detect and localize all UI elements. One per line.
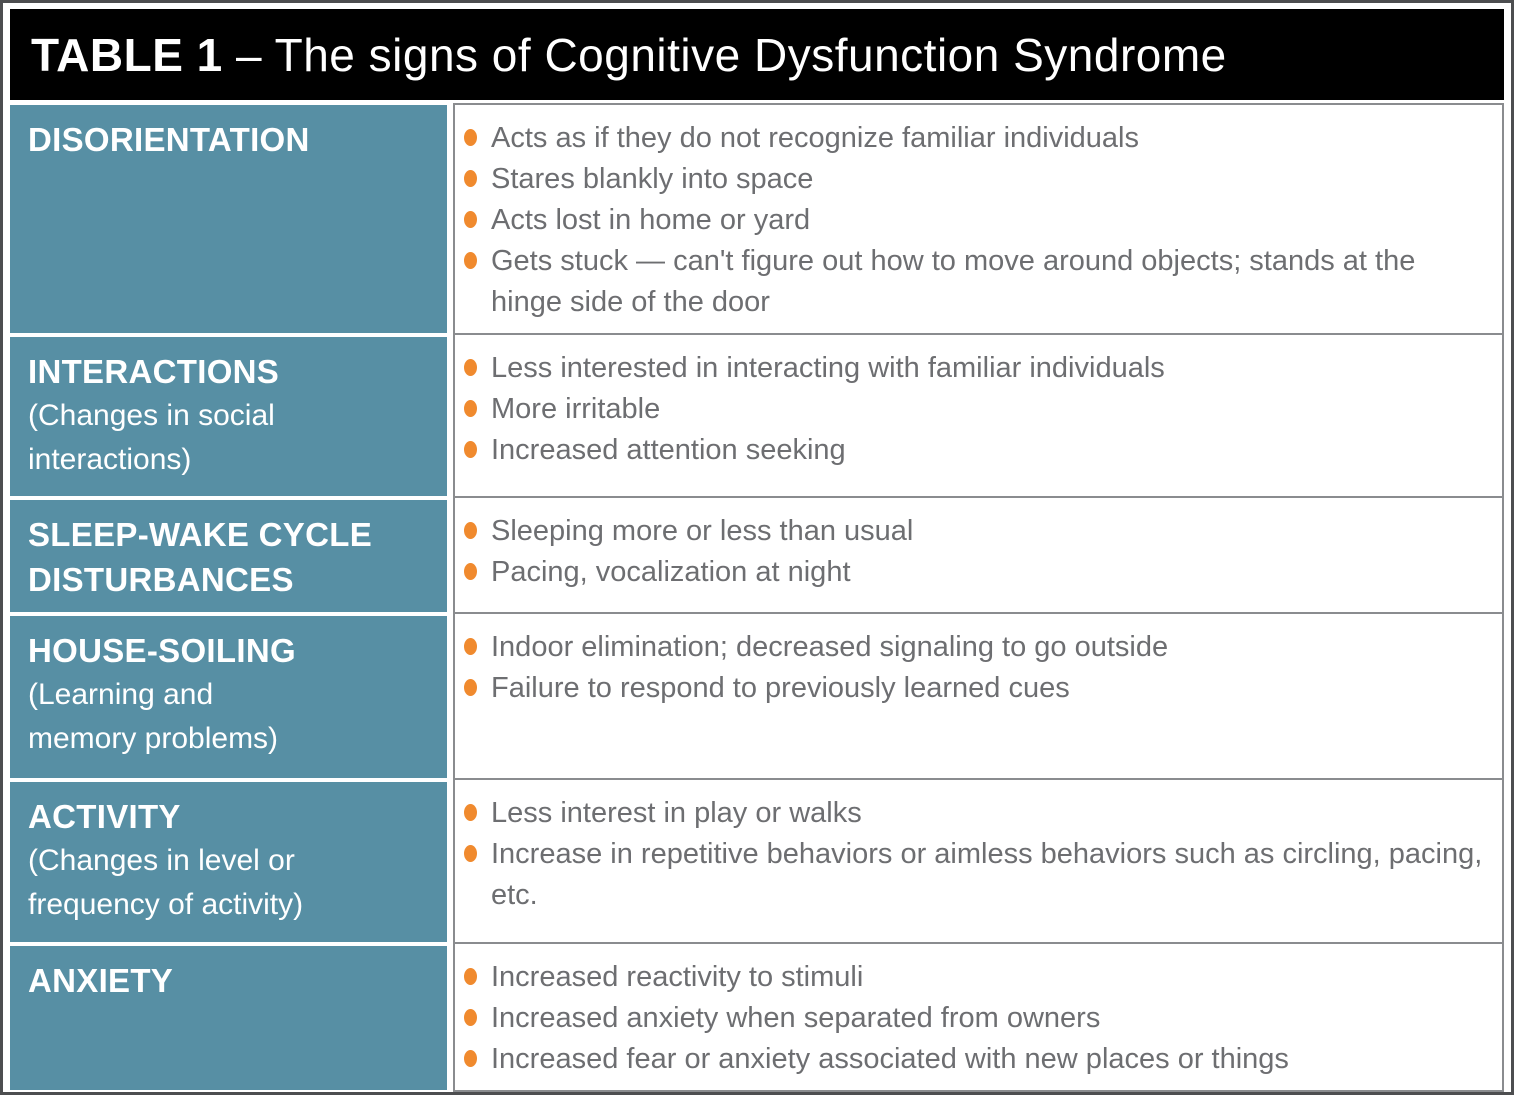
table-row: INTERACTIONS (Changes in social interact…: [10, 335, 1504, 498]
category-cell: ACTIVITY (Changes in level or frequency …: [10, 782, 447, 942]
category-title: HOUSE-SOILING: [28, 632, 296, 669]
table-row: DISORIENTATION Acts as if they do not re…: [10, 103, 1504, 335]
signs-cell: Acts as if they do not recognize familia…: [453, 103, 1504, 335]
bullet-item: Increased reactivity to stimuli: [461, 957, 1488, 998]
table-row: ACTIVITY (Changes in level or frequency …: [10, 780, 1504, 944]
bullet-item: Failure to respond to previously learned…: [461, 668, 1488, 709]
bullet-item: Pacing, vocalization at night: [461, 552, 1488, 593]
bullet-item: Sleeping more or less than usual: [461, 511, 1488, 552]
bullet-item: Increased fear or anxiety associated wit…: [461, 1039, 1488, 1080]
bullet-item: Stares blankly into space: [461, 159, 1488, 200]
category-cell: SLEEP-WAKE CYCLE DISTURBANCES: [10, 500, 447, 612]
bullet-item: More irritable: [461, 389, 1488, 430]
table-body: DISORIENTATION Acts as if they do not re…: [10, 103, 1504, 1092]
category-title: SLEEP-WAKE CYCLE DISTURBANCES: [28, 516, 373, 598]
bullet-item: Increased attention seeking: [461, 430, 1488, 471]
bullet-item: Gets stuck — can't figure out how to mov…: [461, 241, 1488, 323]
category-title: ACTIVITY: [28, 798, 181, 835]
bullet-item: Indoor elimination; decreased signaling …: [461, 627, 1488, 668]
table-title-text: – The signs of Cognitive Dysfunction Syn…: [222, 28, 1227, 81]
table-row: SLEEP-WAKE CYCLE DISTURBANCES Sleeping m…: [10, 498, 1504, 614]
category-title: ANXIETY: [28, 962, 174, 999]
category-cell: DISORIENTATION: [10, 105, 447, 333]
bullet-list: Indoor elimination; decreased signaling …: [461, 627, 1488, 709]
bullet-item: Less interested in interacting with fami…: [461, 348, 1488, 389]
signs-cell: Less interested in interacting with fami…: [453, 335, 1504, 498]
bullet-item: Increase in repetitive behaviors or aiml…: [461, 834, 1488, 916]
category-subtitle: (Changes in social interactions): [28, 399, 275, 476]
category-subtitle: (Changes in level or frequency of activi…: [28, 844, 304, 921]
table-title-bar: TABLE 1 – The signs of Cognitive Dysfunc…: [10, 9, 1504, 100]
signs-cell: Indoor elimination; decreased signaling …: [453, 614, 1504, 780]
category-cell: INTERACTIONS (Changes in social interact…: [10, 337, 447, 496]
category-title: DISORIENTATION: [28, 121, 310, 158]
category-title: INTERACTIONS: [28, 353, 280, 390]
table-row: HOUSE-SOILING (Learning and memory probl…: [10, 614, 1504, 780]
category-subtitle: (Learning and memory problems): [28, 678, 279, 755]
table-title-label: TABLE 1: [31, 28, 223, 81]
bullet-item: Less interest in play or walks: [461, 793, 1488, 834]
category-cell: HOUSE-SOILING (Learning and memory probl…: [10, 616, 447, 778]
bullet-list: Acts as if they do not recognize familia…: [461, 118, 1488, 323]
category-cell: ANXIETY: [10, 946, 447, 1090]
bullet-list: Less interested in interacting with fami…: [461, 348, 1488, 471]
bullet-item: Increased anxiety when separated from ow…: [461, 998, 1488, 1039]
bullet-item: Acts as if they do not recognize familia…: [461, 118, 1488, 159]
bullet-item: Acts lost in home or yard: [461, 200, 1488, 241]
